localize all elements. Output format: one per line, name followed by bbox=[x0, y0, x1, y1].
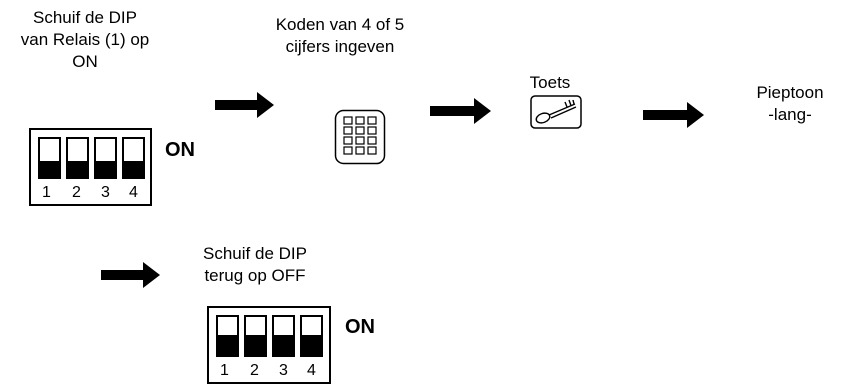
dip-slot-2 bbox=[244, 315, 267, 357]
right-arrow-icon bbox=[430, 98, 491, 124]
step4-text: Pieptoon -lang- bbox=[735, 82, 841, 126]
step5-line2: terug op OFF bbox=[204, 266, 306, 285]
dip-slot-4 bbox=[122, 137, 145, 179]
key-icon bbox=[530, 95, 582, 129]
dip-slot-1 bbox=[38, 137, 61, 179]
step2-line2: cijfers ingeven bbox=[285, 37, 395, 56]
dip-number-2: 2 bbox=[72, 184, 81, 201]
dip-number-3: 3 bbox=[101, 184, 110, 201]
keypad-icon bbox=[334, 109, 386, 165]
right-arrow-icon bbox=[215, 92, 274, 118]
dip-slot-3 bbox=[272, 315, 295, 357]
dip-number-1: 1 bbox=[220, 362, 229, 379]
step5-text: Schuif de DIP terug op OFF bbox=[160, 243, 350, 287]
dip-number-4: 4 bbox=[307, 362, 316, 379]
dip-switch-top: 1 2 3 4 bbox=[29, 128, 152, 206]
dip-slot-1 bbox=[216, 315, 239, 357]
dip-number-2: 2 bbox=[250, 362, 259, 379]
right-arrow-icon bbox=[643, 102, 704, 128]
step5-line1: Schuif de DIP bbox=[203, 244, 307, 263]
step1-line1: Schuif de DIP bbox=[33, 8, 137, 27]
dip-on-label-top: ON bbox=[165, 139, 195, 161]
dip-slot-4 bbox=[300, 315, 323, 357]
right-arrow-icon bbox=[101, 262, 160, 288]
dip-number-1: 1 bbox=[42, 184, 51, 201]
step1-line3: ON bbox=[72, 52, 98, 71]
step3-text: Toets bbox=[529, 73, 571, 92]
step2-line1: Koden van 4 of 5 bbox=[275, 15, 405, 34]
step4-line2: -lang- bbox=[768, 105, 812, 124]
dip-slot-3 bbox=[94, 137, 117, 179]
dip-number-3: 3 bbox=[279, 362, 288, 379]
step1-line2: van Relais (1) op bbox=[20, 30, 150, 49]
dip-number-4: 4 bbox=[129, 184, 138, 201]
step1-text: Schuif de DIP van Relais (1) op ON bbox=[0, 7, 170, 73]
step4-line1: Pieptoon bbox=[756, 83, 824, 102]
step2-text: Koden van 4 of 5 cijfers ingeven bbox=[245, 14, 435, 58]
dip-on-label-bottom: ON bbox=[345, 316, 375, 338]
dip-switch-bottom: 1 2 3 4 bbox=[207, 306, 331, 384]
dip-slot-2 bbox=[66, 137, 89, 179]
